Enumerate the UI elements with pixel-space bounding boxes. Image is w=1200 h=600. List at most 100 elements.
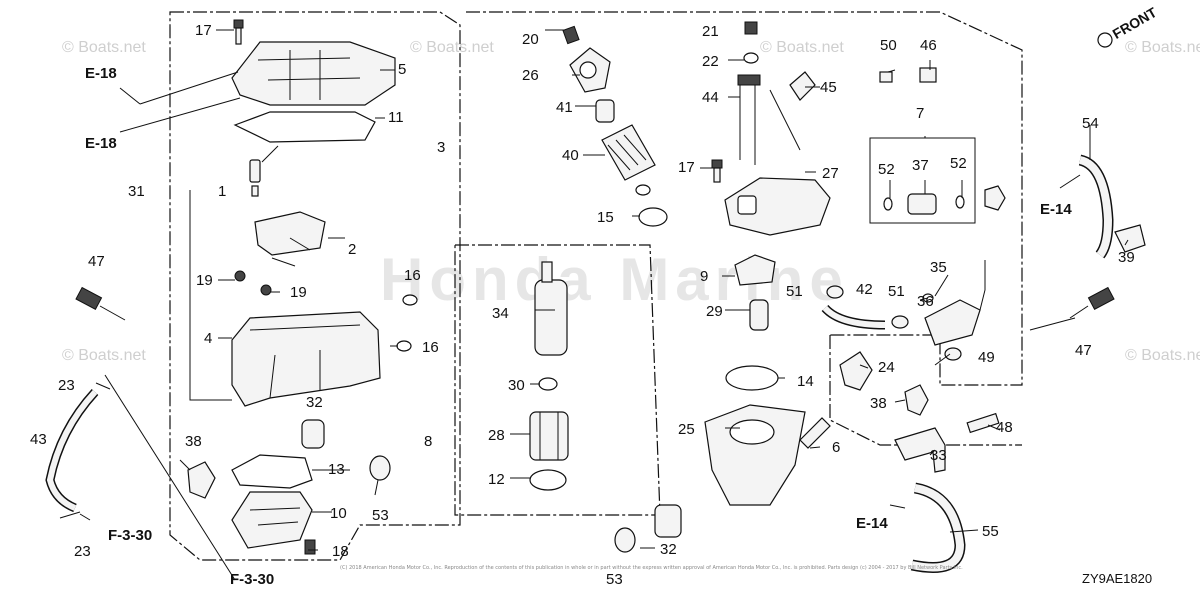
callout-38[interactable]: 38 xyxy=(870,395,887,412)
part-washer-52b xyxy=(955,195,965,209)
ref-label-f-3-30[interactable]: F-3-30 xyxy=(108,527,152,544)
ref-label-e-18[interactable]: E-18 xyxy=(85,65,117,82)
callout-5[interactable]: 5 xyxy=(398,61,406,78)
callout-35[interactable]: 35 xyxy=(930,259,947,276)
part-cover-10 xyxy=(231,491,313,549)
part-clip-1 xyxy=(249,159,261,197)
callout-23[interactable]: 23 xyxy=(74,543,91,560)
callout-13[interactable]: 13 xyxy=(328,461,345,478)
callout-43[interactable]: 43 xyxy=(30,431,47,448)
watermark-text: © Boats.net xyxy=(62,347,146,364)
part-washer-16b xyxy=(396,340,412,352)
callout-16[interactable]: 16 xyxy=(422,339,439,356)
callout-28[interactable]: 28 xyxy=(488,427,505,444)
callout-4[interactable]: 4 xyxy=(204,330,212,347)
callout-17[interactable]: 17 xyxy=(678,159,695,176)
part-grommet-53b xyxy=(614,527,636,553)
part-bracket-33 xyxy=(894,427,946,473)
callout-25[interactable]: 25 xyxy=(678,421,695,438)
part-hose-54 xyxy=(1078,154,1114,259)
callouts: 17 5 11 31 1 2 47 19 19 16 4 16 23 43 32… xyxy=(30,22,1135,588)
ref-label-f-3-30[interactable]: F-3-30 xyxy=(230,571,274,588)
callout-52[interactable]: 52 xyxy=(878,161,895,178)
watermark-text: © Boats.net xyxy=(410,39,494,56)
callout-6[interactable]: 6 xyxy=(832,439,840,456)
part-bolt-18 xyxy=(304,539,316,555)
part-bracket-26 xyxy=(569,47,611,93)
callout-53[interactable]: 53 xyxy=(606,571,623,588)
callout-47[interactable]: 47 xyxy=(1075,342,1092,359)
callout-12[interactable]: 12 xyxy=(488,471,505,488)
callout-49[interactable]: 49 xyxy=(978,349,995,366)
callout-46[interactable]: 46 xyxy=(920,37,937,54)
callout-1[interactable]: 1 xyxy=(218,183,226,200)
part-sensor-6 xyxy=(799,417,831,449)
ref-label-e-14[interactable]: E-14 xyxy=(1040,201,1072,218)
callout-31[interactable]: 31 xyxy=(128,183,145,200)
callout-29[interactable]: 29 xyxy=(706,303,723,320)
callout-34[interactable]: 34 xyxy=(492,305,509,322)
callout-9[interactable]: 9 xyxy=(700,268,708,285)
part-bolt-17a xyxy=(233,19,244,45)
ref-label-e-18[interactable]: E-18 xyxy=(85,135,117,152)
callout-21[interactable]: 21 xyxy=(702,23,719,40)
callout-50[interactable]: 50 xyxy=(880,37,897,54)
part-washer-52a xyxy=(883,197,893,211)
callout-36[interactable]: 36 xyxy=(917,293,934,310)
callout-22[interactable]: 22 xyxy=(702,53,719,70)
callout-7[interactable]: 7 xyxy=(916,105,924,122)
callout-40[interactable]: 40 xyxy=(562,147,579,164)
callout-51[interactable]: 51 xyxy=(786,283,803,300)
callout-16[interactable]: 16 xyxy=(404,267,421,284)
callout-30[interactable]: 30 xyxy=(508,377,525,394)
callout-19[interactable]: 19 xyxy=(290,284,307,301)
callout-48[interactable]: 48 xyxy=(996,419,1013,436)
part-strainer-28 xyxy=(529,411,569,461)
callout-32[interactable]: 32 xyxy=(306,394,323,411)
callout-51[interactable]: 51 xyxy=(888,283,905,300)
callout-24[interactable]: 24 xyxy=(878,359,895,376)
callout-11[interactable]: 11 xyxy=(388,109,404,126)
diagram-code: ZY9AE1820 xyxy=(1082,571,1152,586)
callout-17[interactable]: 17 xyxy=(195,22,212,39)
callout-52[interactable]: 52 xyxy=(950,155,967,172)
callout-33[interactable]: 33 xyxy=(930,447,947,464)
part-oring-15 xyxy=(638,207,668,227)
part-regulator-27 xyxy=(724,177,831,236)
callout-2[interactable]: 2 xyxy=(348,241,356,258)
callout-10[interactable]: 10 xyxy=(330,505,347,522)
callout-37[interactable]: 37 xyxy=(912,157,929,174)
callout-41[interactable]: 41 xyxy=(556,99,573,116)
part-screw-20 xyxy=(562,25,580,45)
watermark-text: © Boats.net xyxy=(62,39,146,56)
part-clamp-38a xyxy=(187,461,216,499)
callout-53[interactable]: 53 xyxy=(372,507,389,524)
callout-39[interactable]: 39 xyxy=(1118,249,1135,266)
callout-54[interactable]: 54 xyxy=(1082,115,1099,132)
front-circle-icon xyxy=(1097,32,1113,48)
part-clip-49 xyxy=(944,347,962,361)
part-oring-14 xyxy=(725,365,779,391)
callout-23[interactable]: 23 xyxy=(58,377,75,394)
part-grommet-32a xyxy=(301,419,325,449)
callout-14[interactable]: 14 xyxy=(797,373,814,390)
callout-42[interactable]: 42 xyxy=(856,281,873,298)
callout-8[interactable]: 8 xyxy=(424,433,432,450)
callout-47[interactable]: 47 xyxy=(88,253,105,270)
part-bolt-17b xyxy=(711,159,723,183)
callout-15[interactable]: 15 xyxy=(597,209,614,226)
callout-20[interactable]: 20 xyxy=(522,31,539,48)
callout-3[interactable]: 3 xyxy=(437,139,445,156)
ref-label-e-14[interactable]: E-14 xyxy=(856,515,888,532)
callout-18[interactable]: 18 xyxy=(332,543,349,560)
watermark-text: © Boats.net xyxy=(760,39,844,56)
callout-19[interactable]: 19 xyxy=(196,272,213,289)
callout-27[interactable]: 27 xyxy=(822,165,839,182)
callout-38[interactable]: 38 xyxy=(185,433,202,450)
callout-26[interactable]: 26 xyxy=(522,67,539,84)
callout-44[interactable]: 44 xyxy=(702,89,719,106)
callout-32[interactable]: 32 xyxy=(660,541,677,558)
callout-45[interactable]: 45 xyxy=(820,79,837,96)
callout-55[interactable]: 55 xyxy=(982,523,999,540)
